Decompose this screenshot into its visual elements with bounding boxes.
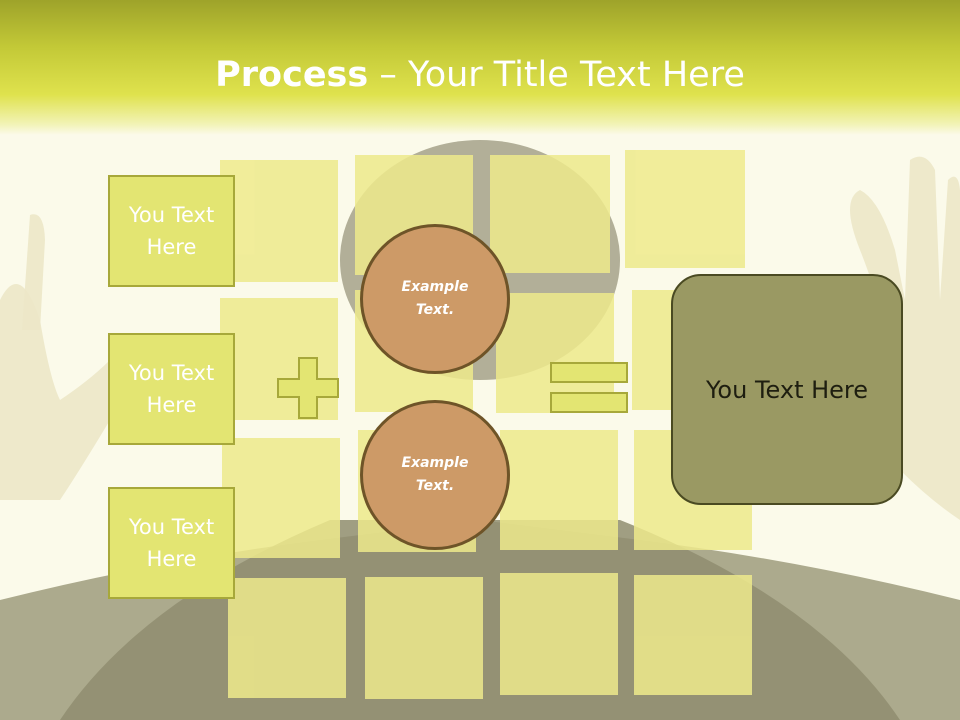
title-bold: Process xyxy=(215,55,369,95)
input-box-label: You Text Here xyxy=(128,203,215,259)
circle-label: Example Text. xyxy=(401,455,469,494)
result-label: You Text Here xyxy=(705,375,869,404)
circle-label: Example Text. xyxy=(401,279,469,318)
slide-title: Process – Your Title Text Here xyxy=(0,52,960,98)
input-box-label: You Text Here xyxy=(128,515,215,571)
result-box[interactable]: You Text Here xyxy=(671,274,903,505)
equals-icon xyxy=(550,362,628,413)
input-box-3[interactable]: You Text Here xyxy=(108,487,235,599)
input-box-label: You Text Here xyxy=(128,361,215,417)
example-circle-1[interactable]: Example Text. xyxy=(360,224,510,374)
example-circle-2[interactable]: Example Text. xyxy=(360,400,510,550)
plus-icon xyxy=(277,357,339,419)
title-rest: – Your Title Text Here xyxy=(368,55,745,95)
input-box-1[interactable]: You Text Here xyxy=(108,175,235,287)
header-band xyxy=(0,0,960,135)
input-box-2[interactable]: You Text Here xyxy=(108,333,235,445)
